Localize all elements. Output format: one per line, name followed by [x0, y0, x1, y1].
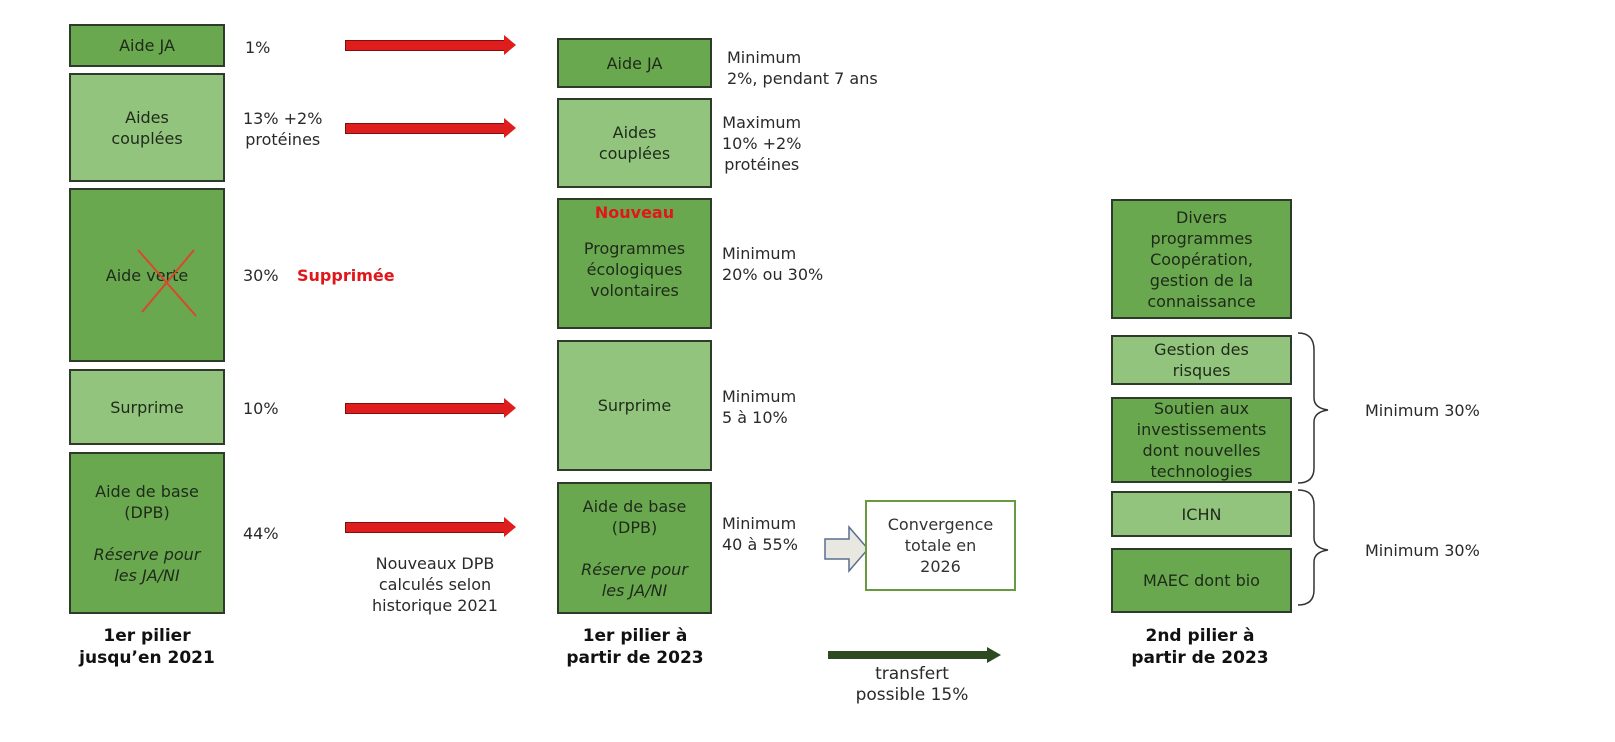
box-label: Surprime	[110, 397, 184, 417]
col1-aide-de-base: Aide de base (DPB) Réserve pour les JA/NI	[69, 452, 225, 614]
col2-aide-ja: Aide JA	[557, 38, 712, 88]
box-label: ICHN	[1181, 504, 1222, 524]
red-arrow-icon	[345, 517, 516, 537]
col2-caption: 1er pilier à partir de 2023	[566, 626, 704, 668]
new-badge: Nouveau	[594, 203, 675, 222]
middle-note: Nouveaux DPB calculés selon historique 2…	[372, 554, 498, 615]
pct-aide-ja: 1%	[245, 38, 271, 57]
pct-aide-de-base: 44%	[243, 524, 279, 543]
group2-label: Minimum 30%	[1365, 541, 1480, 560]
pct-aides-couplees: 13% +2% protéines	[243, 109, 323, 149]
col3-divers-programmes: Divers programmes Coopération, gestion d…	[1111, 199, 1292, 319]
col2-aides-couplees: Aides couplées	[557, 98, 712, 188]
box-label: Aide de base (DPB)	[95, 481, 199, 522]
col3-gestion-risques: Gestion des risques	[1111, 335, 1292, 385]
box-label: Aides couplées	[598, 123, 671, 163]
convergence-box: Convergence totale en 2026	[865, 500, 1016, 591]
red-arrow-icon	[345, 35, 516, 55]
pct-surprime: 10%	[243, 399, 279, 418]
transfer-arrow-icon	[828, 647, 1001, 663]
col1-surprime: Surprime	[69, 369, 225, 445]
red-arrow-icon	[345, 398, 516, 418]
hollow-arrow-icon	[824, 525, 869, 573]
reserve-label: Réserve pour les JA/NI	[581, 559, 688, 600]
box-label: Soutien aux investissements dont nouvell…	[1136, 399, 1267, 481]
box-label: Aide JA	[119, 36, 175, 55]
convergence-label: Convergence totale en 2026	[887, 515, 994, 576]
note-aides-couplees: Maximum 10% +2% protéines	[722, 113, 802, 174]
col1-aide-verte: Aide verte	[69, 188, 225, 362]
group1-label: Minimum 30%	[1365, 401, 1480, 420]
pct-aide-verte: 30%	[243, 266, 279, 285]
red-arrow-icon	[345, 118, 516, 138]
brace-icon	[1297, 332, 1329, 606]
box-label: Aide de base (DPB)	[582, 496, 687, 537]
col2-surprime: Surprime	[557, 340, 712, 471]
note-surprime: Minimum 5 à 10%	[722, 387, 797, 427]
transfer-label: transfert possible 15%	[855, 664, 969, 705]
box-label: Gestion des risques	[1154, 340, 1249, 380]
note-aide-de-base: Minimum 40 à 55%	[722, 514, 798, 554]
note-programmes: Minimum 20% ou 30%	[722, 244, 824, 284]
note-aide-ja: Minimum 2%, pendant 7 ans	[727, 48, 878, 88]
col3-soutien-investissements: Soutien aux investissements dont nouvell…	[1111, 397, 1292, 483]
col3-caption: 2nd pilier à partir de 2023	[1131, 626, 1269, 668]
box-label: Surprime	[597, 396, 672, 415]
col1-caption: 1er pilier jusqu’en 2021	[79, 626, 215, 668]
box-label: MAEC dont bio	[1143, 571, 1260, 590]
box-label: Aides couplées	[111, 107, 183, 148]
cross-icon	[137, 249, 197, 317]
col3-ichn: ICHN	[1111, 491, 1292, 537]
col2-programmes-ecologiques: Nouveau Programmes écologiques volontair…	[557, 198, 712, 329]
box-label: Aide JA	[606, 53, 663, 73]
col1-aides-couplees: Aides couplées	[69, 73, 225, 182]
box-label: Programmes écologiques volontaires	[583, 239, 686, 300]
col1-aide-ja: Aide JA	[69, 24, 225, 67]
removed-label: Supprimée	[297, 266, 395, 285]
col3-maec: MAEC dont bio	[1111, 548, 1292, 613]
box-label: Divers programmes Coopération, gestion d…	[1147, 207, 1256, 311]
col2-aide-de-base: Aide de base (DPB) Réserve pour les JA/NI	[557, 482, 712, 614]
reserve-label: Réserve pour les JA/NI	[93, 544, 201, 585]
